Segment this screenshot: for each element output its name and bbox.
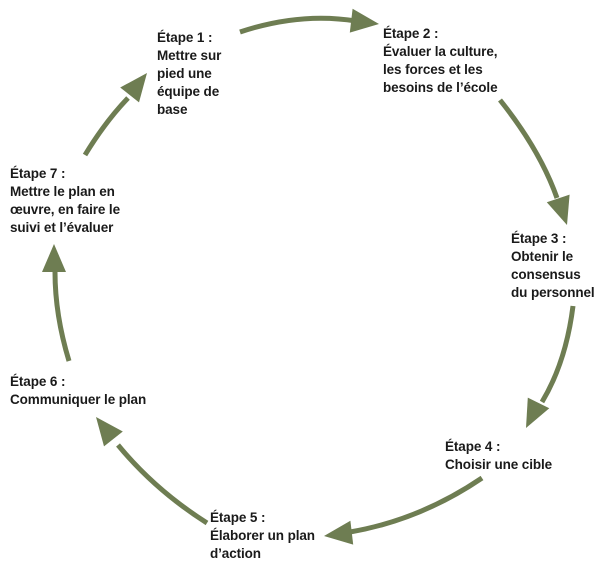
arrow-step5-to-step6-head [96,417,123,447]
step-1-label: Étape 1 : Mettre sur pied une équipe de … [157,29,221,119]
arrow-step7-to-step1-head [120,73,147,103]
step-7-text: Mettre le plan en œuvre, en faire le sui… [10,184,120,235]
arrow-step6-to-step7 [42,244,72,362]
step-6-text: Communiquer le plan [10,392,147,407]
arrow-step5-to-step6-shaft [116,443,209,526]
arrow-step1-to-step2-head [349,8,379,33]
arrow-step3-to-step4 [526,305,576,428]
step-3-title: Étape 3 : [511,231,567,246]
step-4-title: Étape 4 : [445,439,501,454]
arrow-step7-to-step1 [82,73,147,157]
arrow-step3-to-step4-head [526,397,550,428]
step-7-label: Étape 7 : Mettre le plan en œuvre, en fa… [10,165,120,237]
step-1-title: Étape 1 : [157,30,213,45]
step-3-text: Obtenir le consensus du personnel [511,249,595,300]
step-4-label: Étape 4 : Choisir une cible [445,438,552,474]
step-3-label: Étape 3 : Obtenir le consensus du person… [511,230,595,302]
arrow-step1-to-step2 [239,8,379,35]
step-4-text: Choisir une cible [445,457,553,472]
step-2-label: Étape 2 : Évaluer la culture, les forces… [383,25,498,97]
arrow-step1-to-step2-shaft [239,15,357,35]
arrow-step2-to-step3-head [546,194,570,225]
arrow-step4-to-step5 [324,475,484,545]
step-2-title: Étape 2 : [383,26,439,41]
arrow-step4-to-step5-head [324,520,354,545]
arrow-step2-to-step3 [498,98,570,225]
step-7-title: Étape 7 : [10,166,66,181]
arrow-step2-to-step3-shaft [498,98,560,199]
step-2-text: Évaluer la culture, les forces et les be… [383,44,498,95]
step-1-text: Mettre sur pied une équipe de base [157,48,222,117]
step-5-text: Élaborer un plan d’action [210,528,315,561]
arrow-step6-to-step7-head [42,244,66,272]
step-5-label: Étape 5 : Élaborer un plan d’action [210,509,315,563]
arrow-step5-to-step6 [96,417,209,526]
arrow-step7-to-step1-shaft [82,96,130,157]
arrow-step4-to-step5-shaft [349,475,484,535]
step-6-label: Étape 6 : Communiquer le plan [10,373,146,409]
step-6-title: Étape 6 : [10,374,66,389]
arrow-step6-to-step7-shaft [52,271,72,362]
arrow-step3-to-step4-shaft [539,305,576,404]
step-5-title: Étape 5 : [210,510,266,525]
